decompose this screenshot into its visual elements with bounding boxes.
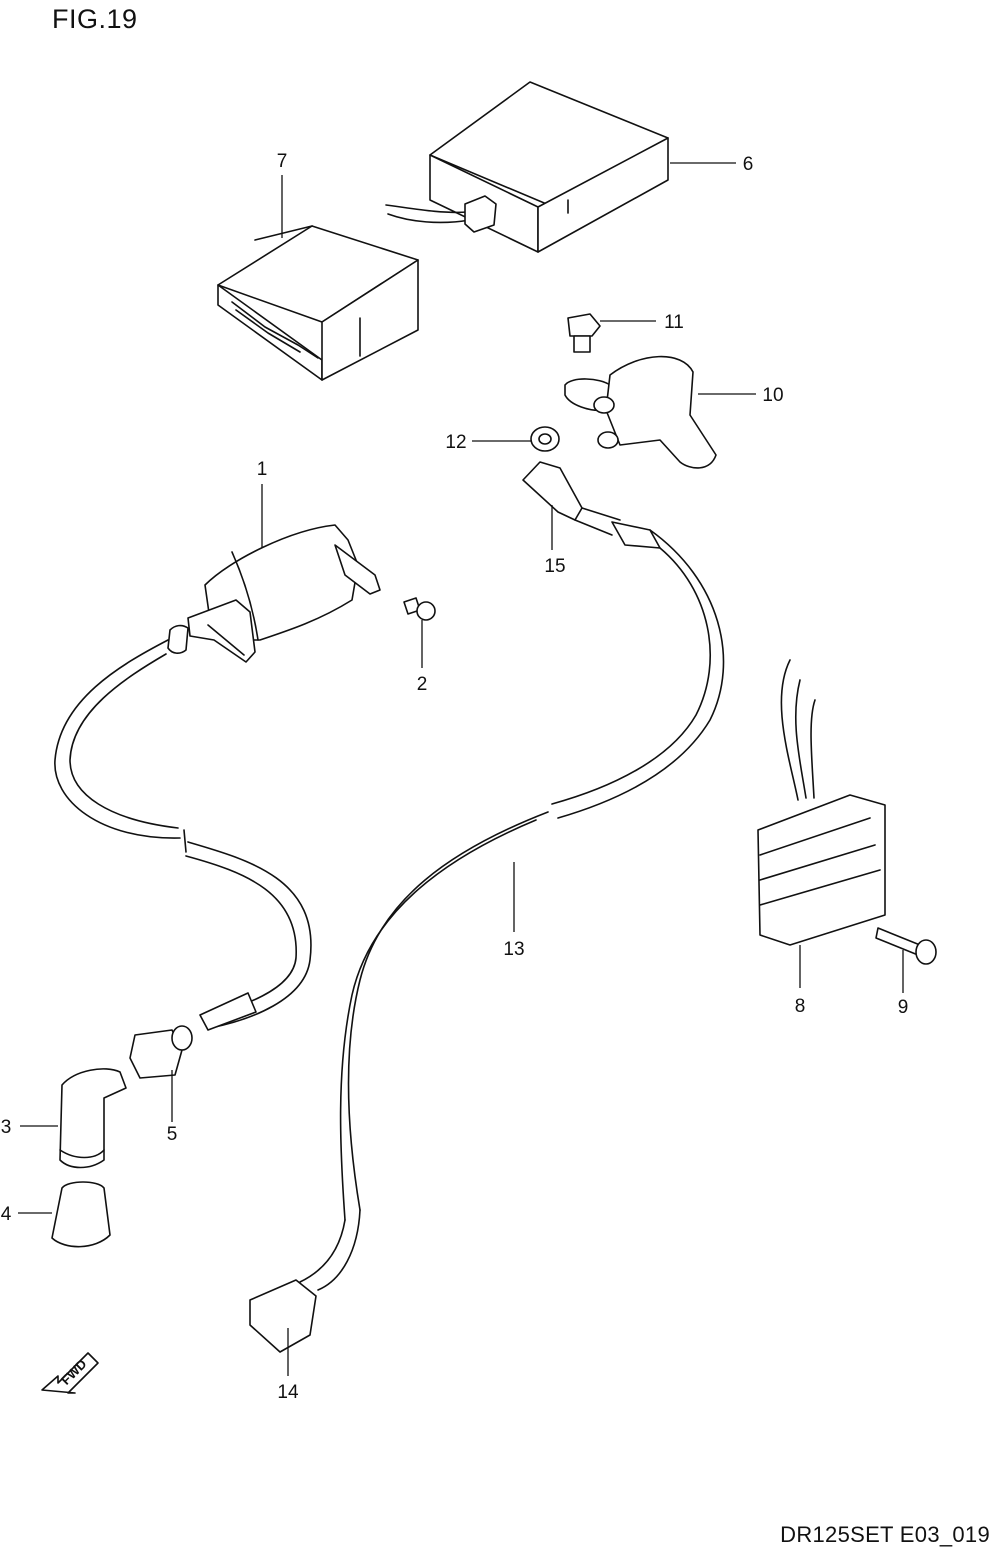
callout-12: 12 bbox=[445, 432, 466, 453]
part-1-ignition-coil[interactable] bbox=[167, 524, 381, 663]
callout-6: 6 bbox=[743, 154, 754, 175]
part-6-unit-box[interactable] bbox=[385, 81, 669, 253]
callout-5: 5 bbox=[167, 1124, 178, 1145]
callout-4: 4 bbox=[1, 1204, 12, 1225]
callout-11: 11 bbox=[664, 312, 684, 333]
part-2-screw[interactable] bbox=[403, 597, 436, 621]
part-12-nut[interactable] bbox=[530, 426, 560, 452]
part-13-cable-and-part-15-terminal[interactable] bbox=[299, 461, 725, 1291]
part-7-ignitor[interactable] bbox=[217, 225, 419, 381]
figure-title: FIG.19 bbox=[52, 4, 138, 34]
part-10-starter-relay[interactable] bbox=[564, 355, 717, 469]
callout-8: 8 bbox=[795, 996, 806, 1017]
high-tension-lead bbox=[54, 639, 312, 1031]
callout-3: 3 bbox=[1, 1117, 12, 1138]
callout-14: 14 bbox=[277, 1382, 299, 1403]
callout-15: 15 bbox=[544, 556, 565, 577]
part-8-regulator[interactable] bbox=[757, 659, 886, 946]
callout-1: 1 bbox=[257, 459, 268, 480]
part-3-plug-cap[interactable] bbox=[59, 1068, 127, 1169]
callout-10: 10 bbox=[762, 385, 783, 406]
callout-7: 7 bbox=[277, 151, 288, 172]
part-9-screw[interactable] bbox=[875, 927, 937, 965]
leader-lines bbox=[18, 162, 904, 1376]
callout-9: 9 bbox=[898, 997, 909, 1018]
callout-2: 2 bbox=[417, 674, 428, 695]
part-5-plug-connector[interactable] bbox=[129, 1025, 193, 1079]
part-4-cap-cover[interactable] bbox=[51, 1181, 111, 1248]
callout-13: 13 bbox=[503, 939, 524, 960]
part-11-bolt[interactable] bbox=[567, 313, 601, 353]
fwd-arrow-icon: FWD bbox=[41, 1352, 99, 1394]
part-14-cable-terminal[interactable] bbox=[249, 1279, 317, 1353]
drawing-code: DR125SET E03_019 bbox=[780, 1522, 990, 1547]
